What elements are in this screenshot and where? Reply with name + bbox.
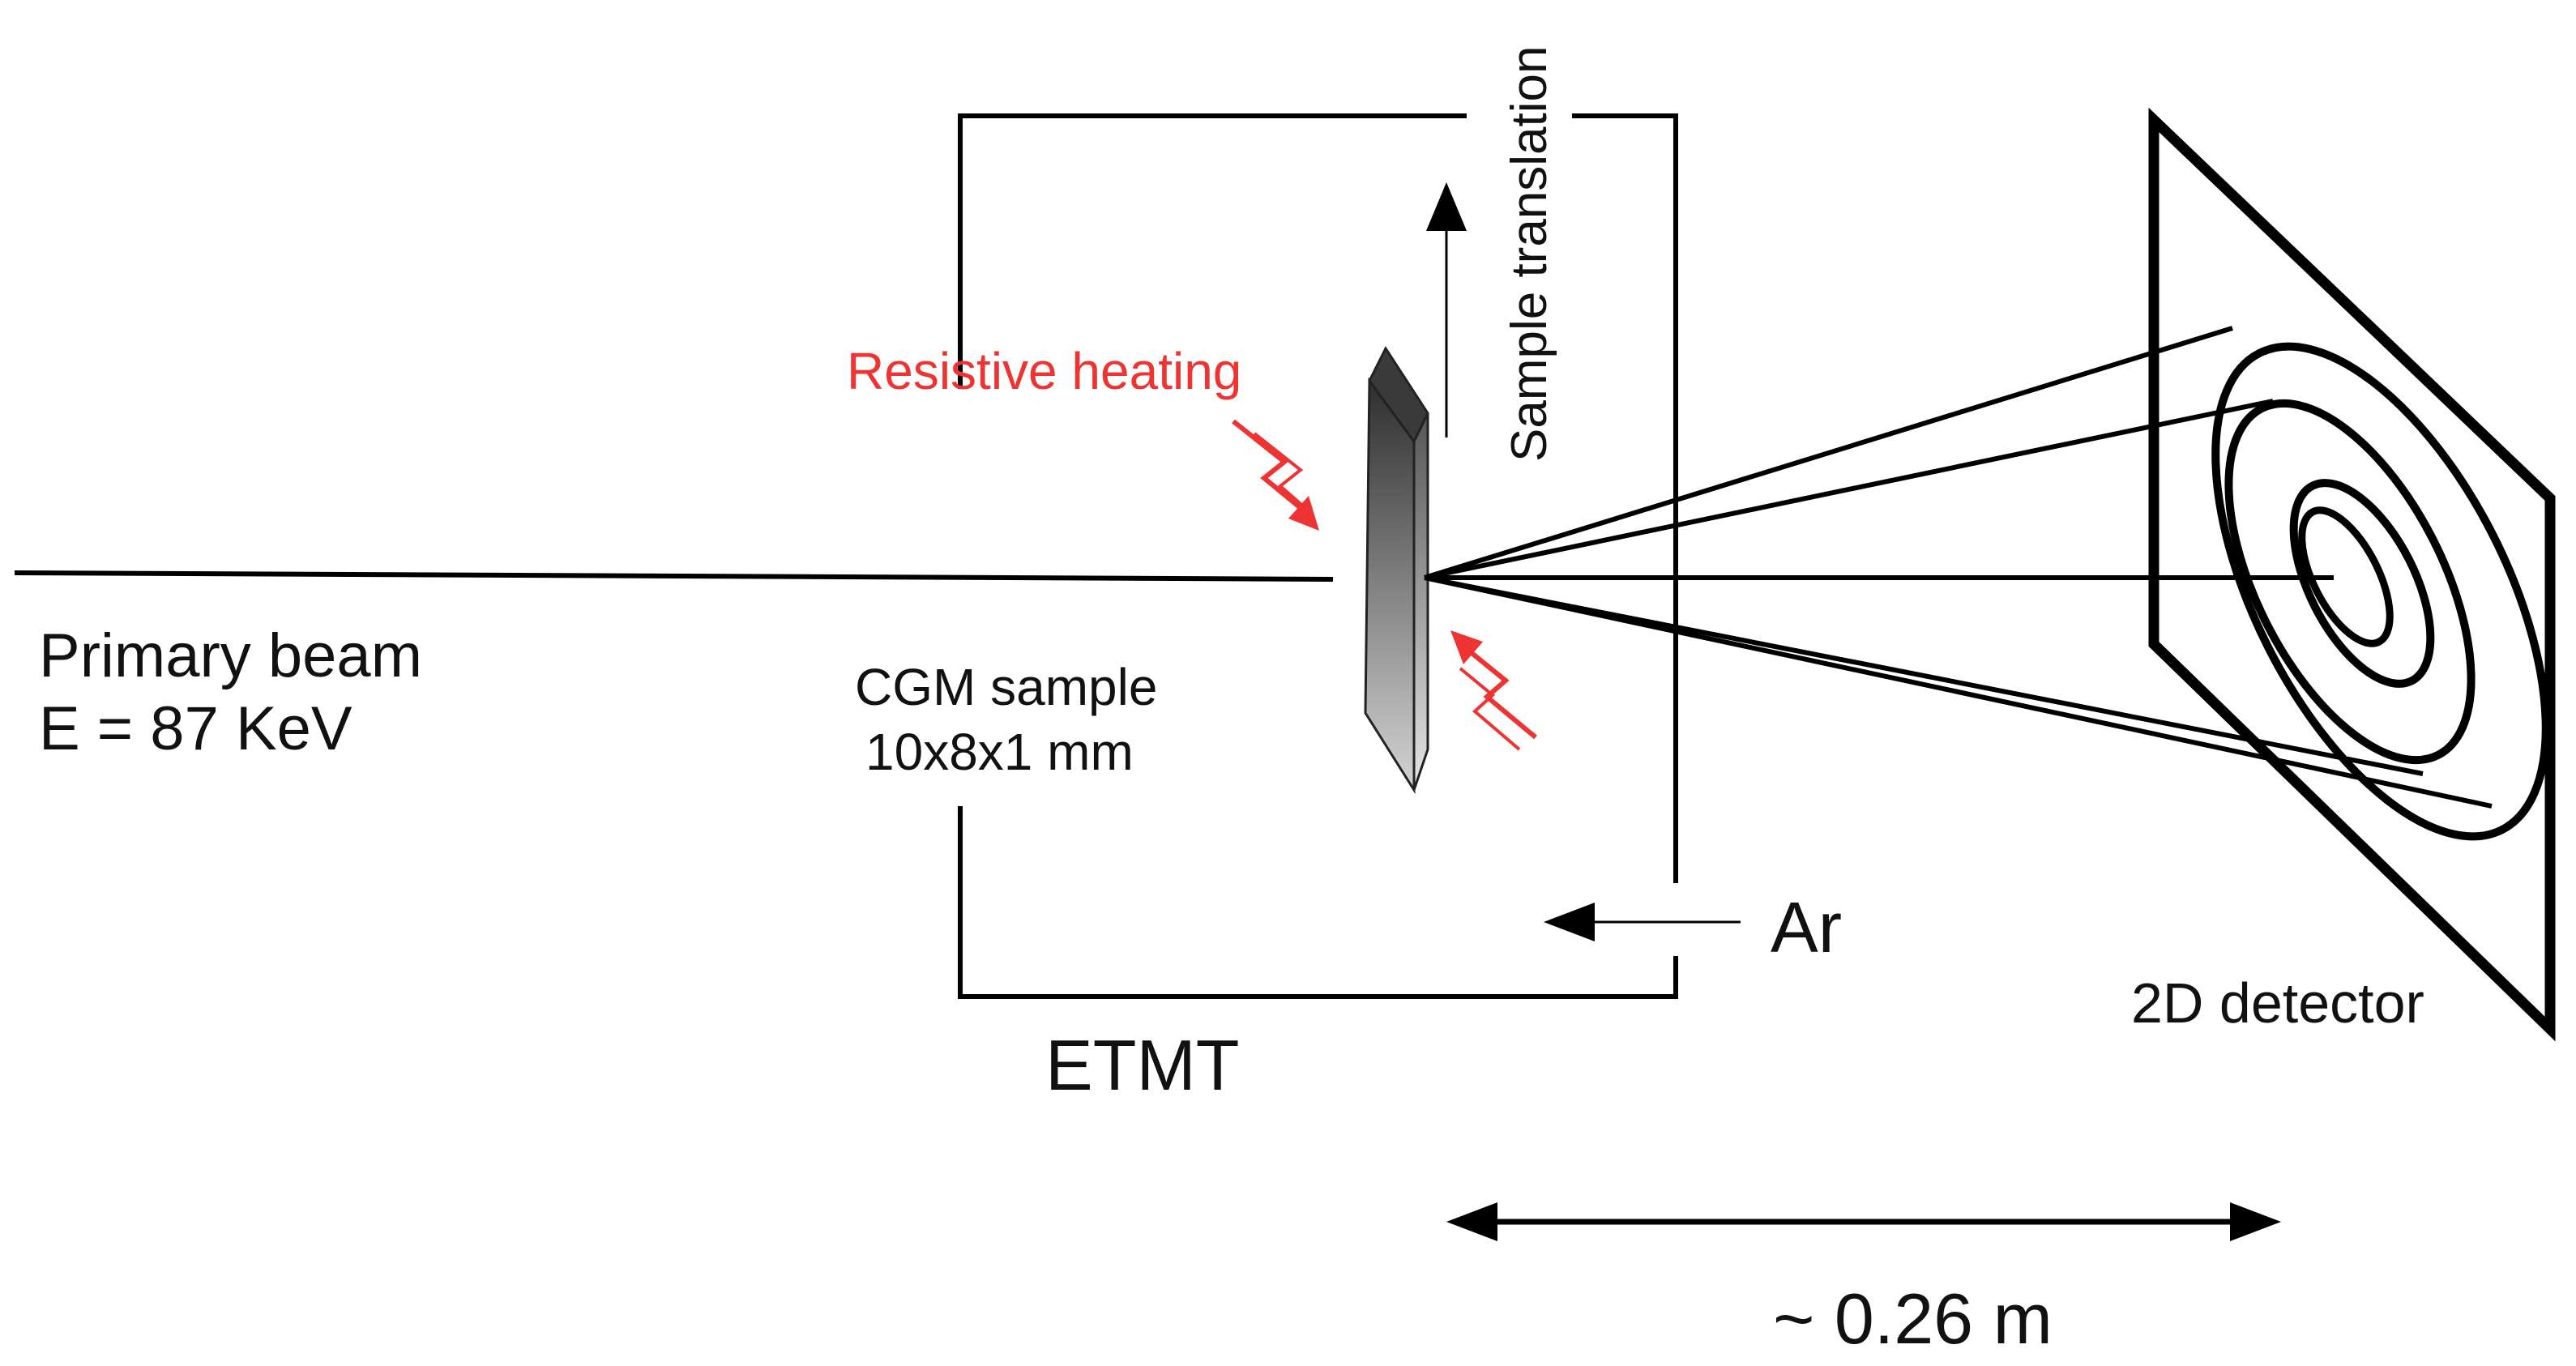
beam-energy-label: E = 87 KeV (39, 694, 352, 763)
sample-translation-label: Sample translation (1502, 46, 1557, 463)
sample-front-face (1364, 377, 1416, 795)
primary-beam-label: Primary beam (39, 621, 422, 690)
sample-dimensions-label: 10x8x1 mm (865, 723, 1134, 781)
diffraction-rays (1424, 326, 2493, 809)
diffracted-ray (1424, 326, 2233, 580)
etmt-label: ETMT (1045, 1025, 1240, 1105)
debye-ring (2298, 506, 2394, 647)
heating-bolt-upper (1232, 419, 1319, 531)
debye-ring (2289, 479, 2435, 688)
argon-flow-arrow (1544, 903, 1741, 941)
sample-translation-arrow (1426, 182, 1467, 438)
enclosure-top-right-wall (1572, 113, 1678, 883)
etmt-enclosure (958, 113, 1678, 999)
heating-bolt-lower (1450, 630, 1537, 751)
enclosure-bottom-right-wall (958, 806, 1678, 999)
debye-ring (2224, 399, 2476, 765)
sample-side-face (1412, 412, 1429, 791)
cgm-sample-shape (1364, 345, 1429, 795)
enclosure-top-left-wall (958, 113, 1467, 389)
distance-label: ~ 0.26 m (1773, 1278, 2053, 1359)
resistive-heating-label: Resistive heating (847, 342, 1241, 400)
cgm-sample-label: CGM sample (855, 658, 1157, 716)
area-detector (2148, 107, 2556, 1042)
debye-ring (2211, 342, 2550, 841)
diffracted-ray (1424, 399, 2274, 580)
diffracted-ray (1424, 575, 2424, 776)
detector-label: 2D detector (2131, 971, 2424, 1035)
detector-panel (2148, 107, 2556, 1042)
primary-beam-line (14, 570, 1334, 582)
argon-label: Ar (1771, 887, 1842, 967)
distance-arrow (1446, 1202, 2281, 1241)
diffracted-ray (1424, 575, 2493, 809)
